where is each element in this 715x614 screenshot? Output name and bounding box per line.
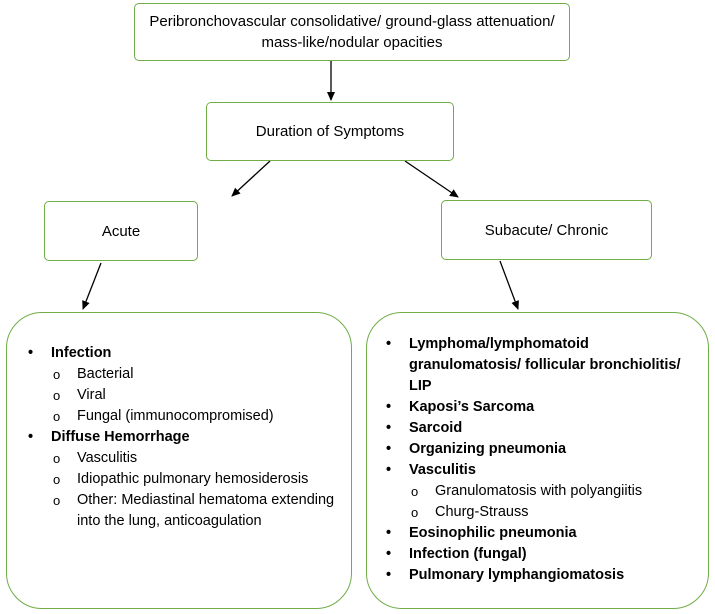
list-item: Sarcoid bbox=[383, 418, 703, 439]
subacute-node-label: Subacute/ Chronic bbox=[484, 221, 609, 239]
chronic-causes-box: Lymphoma/lymphomatoid granulomatosis/ fo… bbox=[366, 312, 709, 609]
acute-node: Acute bbox=[44, 201, 198, 261]
sub-list-item: Granulomatosis with polyangiitis bbox=[409, 481, 703, 502]
list-item: Vasculitis Granulomatosis with polyangii… bbox=[383, 460, 703, 523]
arrow-subacute-to-list bbox=[499, 260, 519, 310]
list-item: Eosinophilic pneumonia bbox=[383, 523, 703, 544]
list-item: Pulmonary lymphangiomatosis bbox=[383, 565, 703, 586]
list-item: Infection (fungal) bbox=[383, 544, 703, 565]
list-item-label: Infection bbox=[51, 345, 112, 361]
list-item: Kaposi’s Sarcoma bbox=[383, 397, 703, 418]
sub-list-item: Bacterial bbox=[51, 364, 345, 385]
list-item-label: Diffuse Hemorrhage bbox=[51, 429, 190, 445]
arrow-duration-to-acute bbox=[231, 160, 271, 197]
sub-list-item: Fungal (immunocompromised) bbox=[51, 406, 345, 427]
sub-list-item: Vasculitis bbox=[51, 448, 345, 469]
arrow-duration-to-subacute bbox=[404, 160, 459, 198]
sub-list-item: Other: Mediastinal hematoma extending in… bbox=[51, 490, 345, 532]
duration-node: Duration of Symptoms bbox=[206, 102, 454, 161]
root-node: Peribronchovascular consolidative/ groun… bbox=[134, 3, 570, 61]
list-item: Diffuse Hemorrhage Vasculitis Idiopathic… bbox=[25, 427, 345, 532]
list-item: Infection Bacterial Viral Fungal (immuno… bbox=[25, 343, 345, 427]
list-item: Lymphoma/lymphomatoid granulomatosis/ fo… bbox=[383, 334, 703, 397]
list-item: Organizing pneumonia bbox=[383, 439, 703, 460]
acute-causes-list: Infection Bacterial Viral Fungal (immuno… bbox=[25, 343, 345, 532]
sub-list-item: Churg-Strauss bbox=[409, 502, 703, 523]
acute-causes-box: Infection Bacterial Viral Fungal (immuno… bbox=[6, 312, 352, 609]
sub-list-item: Viral bbox=[51, 385, 345, 406]
chronic-causes-list: Lymphoma/lymphomatoid granulomatosis/ fo… bbox=[383, 334, 703, 586]
acute-node-label: Acute bbox=[101, 222, 141, 240]
list-item-label: Vasculitis bbox=[409, 462, 476, 478]
sub-list-item: Idiopathic pulmonary hemosiderosis bbox=[51, 469, 345, 490]
subacute-node: Subacute/ Chronic bbox=[441, 200, 652, 260]
arrow-acute-to-list bbox=[82, 262, 102, 310]
duration-node-label: Duration of Symptoms bbox=[255, 123, 405, 140]
root-node-label: Peribronchovascular consolidative/ groun… bbox=[149, 13, 555, 51]
